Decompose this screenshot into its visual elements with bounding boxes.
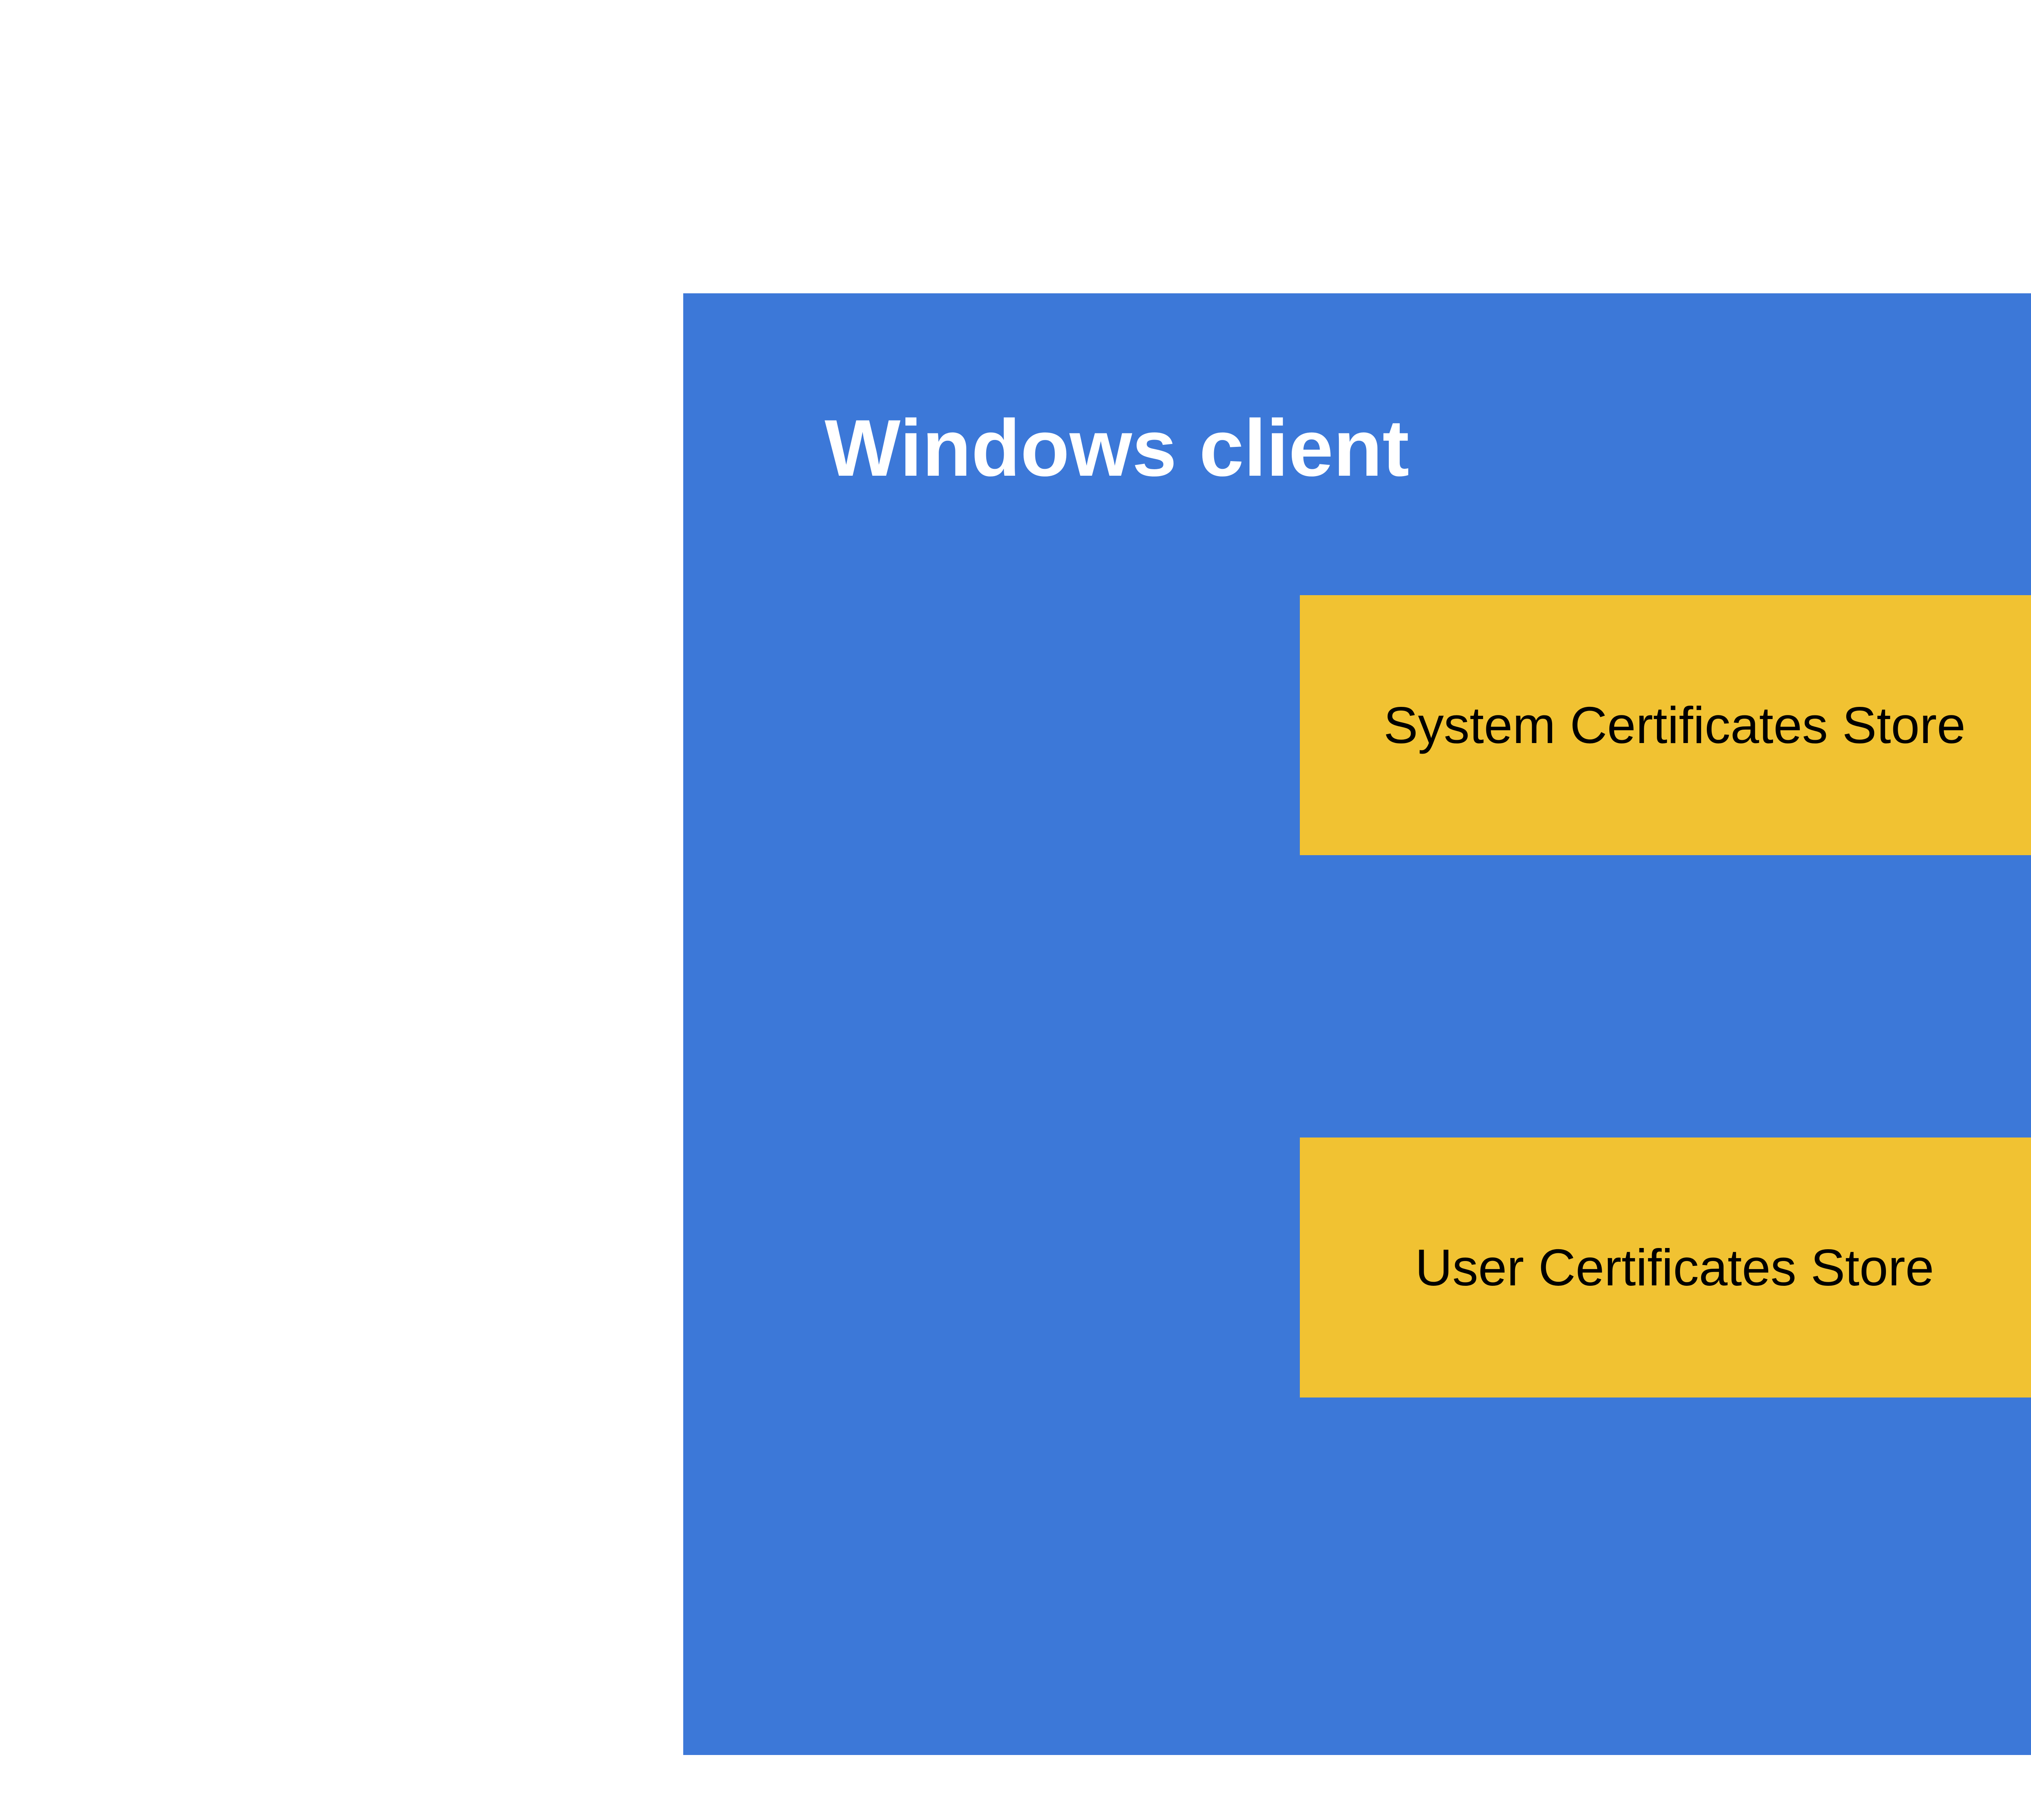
windows-client-container bbox=[683, 293, 2031, 1755]
system-certificates-store-label: System Certificates Store bbox=[1384, 696, 1966, 754]
user-certificates-store-label: User Certificates Store bbox=[1415, 1239, 1934, 1296]
user-certificates-store-box: User Certificates Store bbox=[1300, 1138, 2031, 1398]
system-certificates-store-box: System Certificates Store bbox=[1300, 595, 2031, 855]
windows-client-title: Windows client bbox=[825, 403, 1410, 493]
